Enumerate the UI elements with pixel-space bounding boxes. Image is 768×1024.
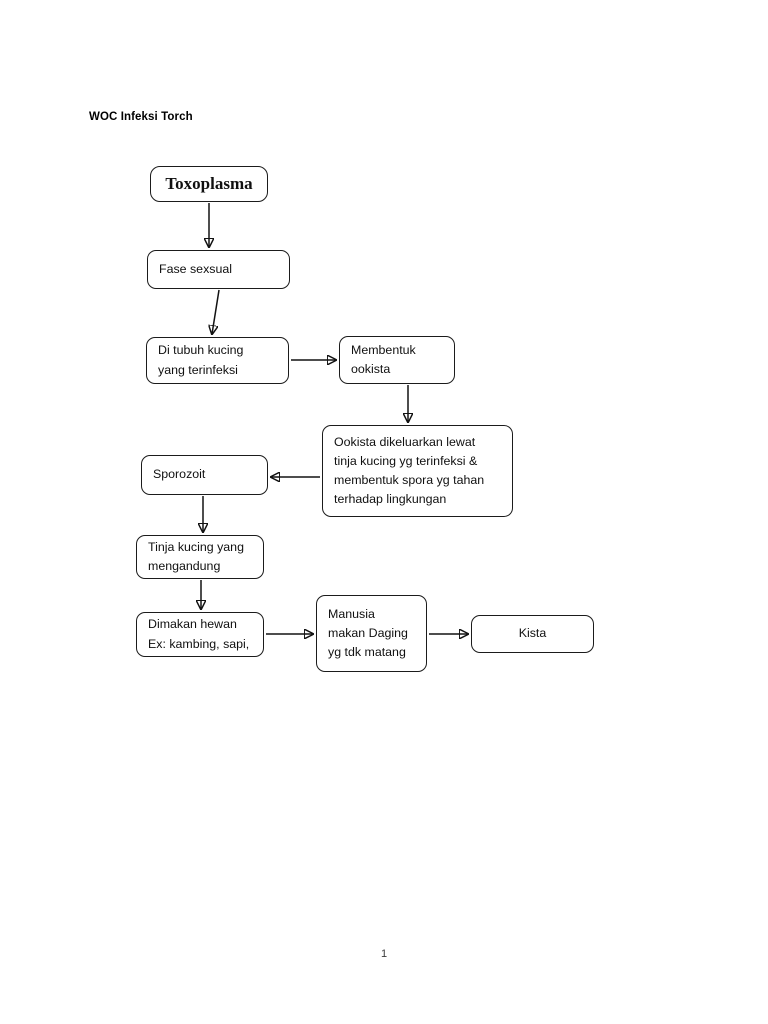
edge-fase-sexsual-to-di-tubuh-kucing [212,289,220,334]
node-dimakan-hewan[interactable]: Dimakan hewan Ex: kambing, sapi, [136,612,264,657]
node-kista[interactable]: Kista [471,615,594,653]
node-di-tubuh-kucing[interactable]: Di tubuh kucing yang terinfeksi [146,337,289,384]
node-toxoplasma[interactable]: Toxoplasma [150,166,268,202]
node-sporozoit[interactable]: Sporozoit [141,455,268,495]
node-sporozoit-line-1: Sporozoit [153,467,206,482]
node-ookista-dikeluarkan-line-4: terhadap lingkungan [334,492,447,507]
node-toxoplasma-line-1: Toxoplasma [165,173,253,193]
node-fase-sexsual-line-1: Fase sexsual [159,261,233,276]
page-title: WOC Infeksi Torch [89,111,193,123]
node-ookista-dikeluarkan-line-1: Ookista dikeluarkan lewat [334,434,476,449]
node-ookista-dikeluarkan-line-3: membentuk spora yg tahan [334,473,485,487]
node-ookista-dikeluarkan[interactable]: Ookista dikeluarkan lewat tinja kucing y… [322,425,513,517]
node-tinja-kucing-line-2: mengandung [148,559,221,573]
node-membentuk-ookista[interactable]: Membentuk ookista [339,336,455,384]
node-tinja-kucing-line-1: Tinja kucing yang [148,539,244,554]
node-di-tubuh-kucing-line-1: Di tubuh kucing [158,343,244,358]
node-membentuk-ookista-line-2: ookista [351,362,391,376]
node-manusia-daging-line-1: Manusia [328,606,375,621]
node-tinja-kucing[interactable]: Tinja kucing yang mengandung [136,535,264,579]
page-number: 1 [380,948,388,960]
node-membentuk-ookista-line-1: Membentuk [351,342,416,357]
node-manusia-daging-line-2: makan Daging [328,625,408,640]
node-dimakan-hewan-line-2: Ex: kambing, sapi, [148,636,250,651]
node-kista-line-1: Kista [518,626,547,641]
node-ookista-dikeluarkan-line-2: tinja kucing yg terinfeksi & [334,453,478,468]
node-manusia-daging[interactable]: Manusia makan Daging yg tdk matang [316,595,427,672]
node-fase-sexsual[interactable]: Fase sexsual [147,250,290,289]
node-manusia-daging-line-3: yg tdk matang [328,645,406,660]
node-dimakan-hewan-line-1: Dimakan hewan [148,617,237,632]
node-di-tubuh-kucing-line-2: yang terinfeksi [158,362,238,377]
